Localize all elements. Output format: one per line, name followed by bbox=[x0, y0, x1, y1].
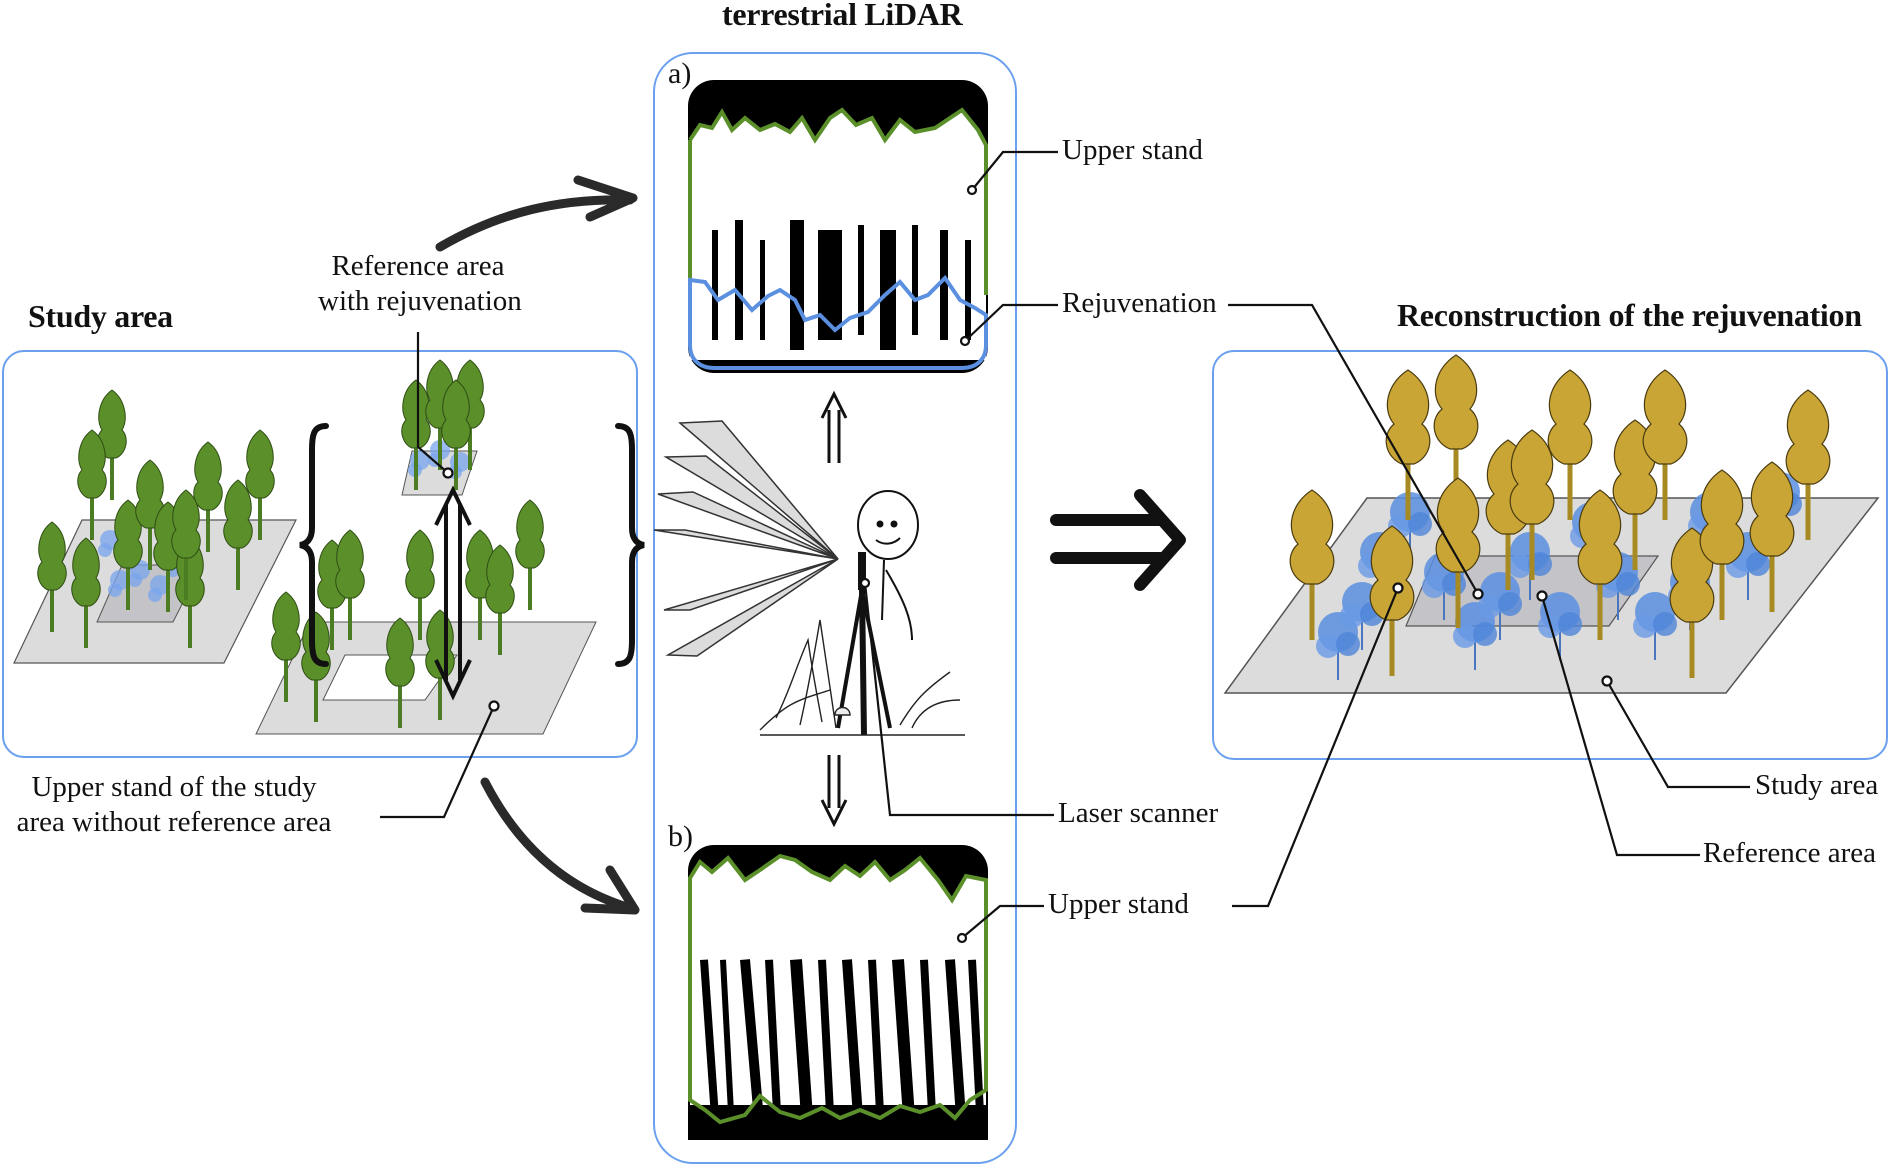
panel-a-leaders bbox=[959, 150, 1058, 347]
study-area-title: Study area bbox=[28, 298, 173, 334]
panel-a-upper-stand-label: Upper stand bbox=[1062, 134, 1203, 166]
center-title: terrestrial LiDAR bbox=[722, 0, 963, 32]
scanner-fan-icon bbox=[653, 420, 839, 657]
panel-b-letter: b) bbox=[668, 820, 693, 853]
terrestrial-lidar-box bbox=[653, 52, 1017, 1164]
panel-a-letter: a) bbox=[668, 57, 692, 90]
curved-arrow-down-head-icon bbox=[580, 865, 640, 915]
double-headed-arrow-icon bbox=[434, 485, 472, 701]
panel-a-pointcloud bbox=[688, 80, 988, 373]
big-right-double-arrow-icon bbox=[1050, 489, 1186, 591]
scanner-leader bbox=[859, 577, 1054, 817]
left-leader-lines bbox=[380, 332, 500, 819]
reference-area-plot bbox=[399, 358, 487, 496]
study-area-plot bbox=[13, 388, 297, 664]
right-reference-area-label: Reference area bbox=[1703, 837, 1877, 869]
upper-stand-study-area-label-line1: Upper stand of the study bbox=[31, 771, 317, 803]
undergrowth-icon bbox=[759, 619, 965, 736]
laser-scanner-label: Laser scanner bbox=[1058, 797, 1219, 829]
right-leader-lines bbox=[1228, 303, 1750, 908]
reconstruction-plot bbox=[1223, 355, 1880, 694]
down-double-arrow-icon bbox=[820, 755, 848, 828]
reconstruction-title: Reconstruction of the rejuvenation bbox=[1397, 297, 1862, 333]
left-brace-icon bbox=[299, 423, 329, 667]
curved-arrow-up-head-icon bbox=[573, 175, 638, 222]
right-brace-icon bbox=[615, 423, 645, 667]
reference-area-label: Reference area with rejuvenation bbox=[318, 249, 522, 319]
curved-arrow-down-icon bbox=[480, 777, 635, 913]
up-double-arrow-icon bbox=[820, 390, 848, 463]
reconstruction-box bbox=[1212, 350, 1888, 760]
reference-area-label-line1: Reference area bbox=[331, 250, 505, 282]
upper-stand-plot bbox=[255, 498, 597, 735]
curved-arrow-up-icon bbox=[435, 195, 635, 252]
right-study-area-label: Study area bbox=[1755, 769, 1879, 801]
panel-b-upper-stand-label: Upper stand bbox=[1048, 888, 1189, 920]
upper-stand-study-area-label-line2: area without reference area bbox=[16, 805, 332, 838]
panel-b-pointcloud bbox=[688, 845, 988, 1140]
reference-area-label-line2: with rejuvenation bbox=[318, 284, 522, 317]
panel-b-leaders bbox=[956, 904, 1044, 944]
panel-a-rejuvenation-label: Rejuvenation bbox=[1062, 287, 1217, 319]
study-area-box bbox=[2, 350, 638, 758]
upper-stand-study-area-label: Upper stand of the study area without re… bbox=[14, 770, 334, 840]
